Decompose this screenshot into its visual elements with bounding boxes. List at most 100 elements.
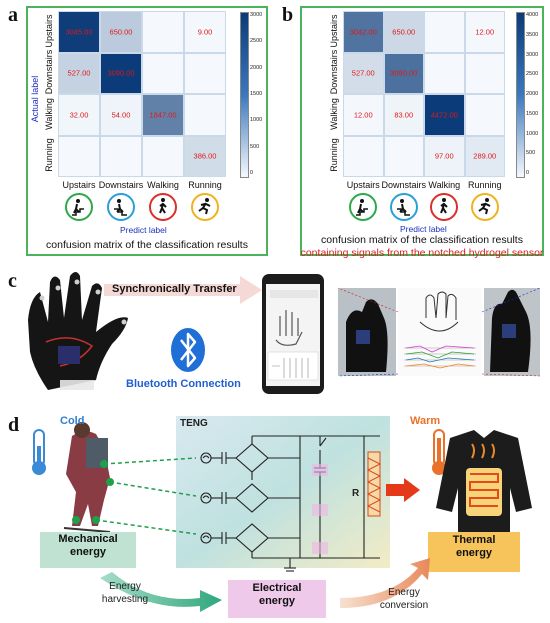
panel-c-letter: c	[8, 270, 17, 292]
glove-image	[28, 272, 128, 390]
gesture-photos	[337, 287, 541, 377]
panel_b-cell-1-2	[424, 52, 465, 94]
panel_b-col-label-downstairs: Downstairs	[381, 180, 426, 190]
panel_a-cell-value-2-2: 1847.00	[149, 110, 177, 120]
panel-d-letter: d	[8, 414, 20, 436]
panel_a-cell-1-3	[184, 52, 226, 94]
panel_b-cell-3-2	[424, 135, 465, 177]
panel_a-colorbar-tick: 1000	[250, 117, 263, 124]
panel_b-colorbar-tick: 1000	[526, 130, 539, 137]
panel_b-cell-2-0	[343, 94, 384, 136]
running-icon	[470, 193, 499, 221]
panel_b-cell-value-0-3: 12.00	[475, 27, 495, 37]
panel_a-cell-1-1	[100, 52, 142, 94]
skier-image	[63, 422, 114, 533]
harvesting-label: Energy harvesting	[101, 581, 149, 605]
resistor-label: R	[352, 488, 360, 499]
transfer-label: Synchronically Transfer	[112, 283, 237, 295]
panel_a-cell-2-0	[58, 94, 100, 136]
panel-b-title: confusion matrix of the classification r…	[321, 234, 523, 246]
panel_a-cell-3-3	[184, 135, 226, 177]
panel_b-cell-3-3	[464, 135, 505, 177]
upstairs-icon	[65, 193, 93, 221]
panel_a-colorbar-tick: 0	[250, 170, 254, 176]
panel_b-col-label-walking: Walking	[428, 180, 461, 190]
panel_a-cell-2-2	[142, 94, 184, 136]
panel_b-col-label-running: Running	[467, 180, 502, 190]
panel_a-colorbar-tick: 3000	[250, 12, 263, 18]
walking-icon	[430, 193, 459, 221]
thermometer-cold-icon	[32, 429, 46, 475]
panel_b-cell-value-1-1: 3090.00	[390, 68, 418, 78]
panel_b-cell-0-3	[464, 11, 505, 53]
panel_a-cell-3-1	[100, 135, 142, 177]
panel-b-xlabel: Predict label	[400, 224, 447, 234]
panel_b-colorbar-tick: 0	[526, 170, 530, 176]
panel_b-cell-0-2	[424, 11, 465, 53]
mechanical-box	[40, 532, 136, 568]
panel_b-colorbar-tick: 2500	[526, 71, 539, 78]
panel_b-cell-1-3	[464, 52, 505, 94]
panel_b-cell-value-1-0: 527.00	[351, 68, 375, 78]
panel_b-cell-0-0	[343, 11, 384, 53]
panel_a-cell-0-2	[142, 11, 184, 53]
panel_a-cell-value-2-1: 54.00	[111, 110, 131, 120]
thermal-label: Thermal energy	[452, 534, 496, 559]
warm-label: Warm	[410, 415, 441, 427]
panel-c-graphic	[28, 272, 541, 394]
panel_a-cell-1-2	[142, 52, 184, 94]
bluetooth-icon	[171, 328, 205, 372]
panel_b-col-label-upstairs: Upstairs	[346, 180, 380, 190]
downstairs-icon	[389, 193, 418, 221]
panel_a-cell-2-3	[184, 94, 226, 136]
panel_b-cell-1-1	[383, 52, 424, 94]
panel-b-frame	[300, 6, 544, 256]
panel_b-colorbar-tick: 500	[526, 150, 536, 157]
panel_b-cell-value-3-2: 97.00	[434, 151, 454, 161]
panel_a-col-label-walking: Walking	[147, 180, 179, 190]
resistor-icon	[366, 451, 382, 517]
panel-a-colorbar	[240, 12, 249, 178]
panel-b-colorbar	[516, 12, 525, 178]
panel_a-colorbar-tick: 1500	[250, 91, 263, 97]
panel_a-cell-0-1	[100, 11, 142, 53]
panel_b-colorbar-tick: 1500	[526, 110, 539, 117]
transfer-arrow	[104, 276, 262, 304]
panel-a-frame	[26, 6, 268, 256]
panel_b-colorbar-tick: 4000	[526, 12, 539, 18]
panel_a-cell-0-3	[184, 11, 226, 53]
cap-highlights	[312, 464, 328, 476]
panel_a-cell-3-0	[58, 135, 100, 177]
circuit-background	[176, 416, 390, 568]
panel_b-cell-value-0-1: 650.00	[392, 27, 416, 37]
conversion-label: Energy conversion	[379, 587, 429, 611]
panel_b-cell-value-3-3: 289.00	[473, 151, 497, 161]
panel_b-cell-2-2	[424, 94, 465, 136]
panel_b-cell-value-2-1: 83.00	[394, 110, 414, 120]
electrical-label: Electrical energy	[252, 582, 302, 607]
panel_b-cell-2-1	[383, 94, 424, 136]
panel_a-cell-value-0-0: 3045.00	[65, 27, 93, 37]
cold-label: Cold	[60, 415, 85, 427]
panel-b-icons	[325, 193, 505, 223]
mechanical-label: Mechanical energy	[58, 533, 118, 558]
thermometer-warm-icon	[432, 429, 446, 475]
teng-circuit	[200, 435, 380, 572]
panel-d-graphic	[32, 416, 532, 618]
phone-image	[262, 274, 324, 394]
panel_a-cell-value-0-1: 650.00	[109, 27, 133, 37]
panel_b-cell-0-1	[383, 11, 424, 53]
panel_b-colorbar-tick: 2000	[526, 91, 539, 97]
panel-a-title: confusion matrix of the classification r…	[46, 239, 248, 251]
panel_a-cell-value-1-1: 3090.00	[107, 68, 135, 78]
panel_b-cell-2-3	[464, 94, 505, 136]
panel-b-subtitle: containing signals from the notched hydr…	[300, 247, 544, 259]
electrical-box	[228, 580, 326, 618]
panel_b-colorbar-tick: 3500	[526, 31, 539, 38]
